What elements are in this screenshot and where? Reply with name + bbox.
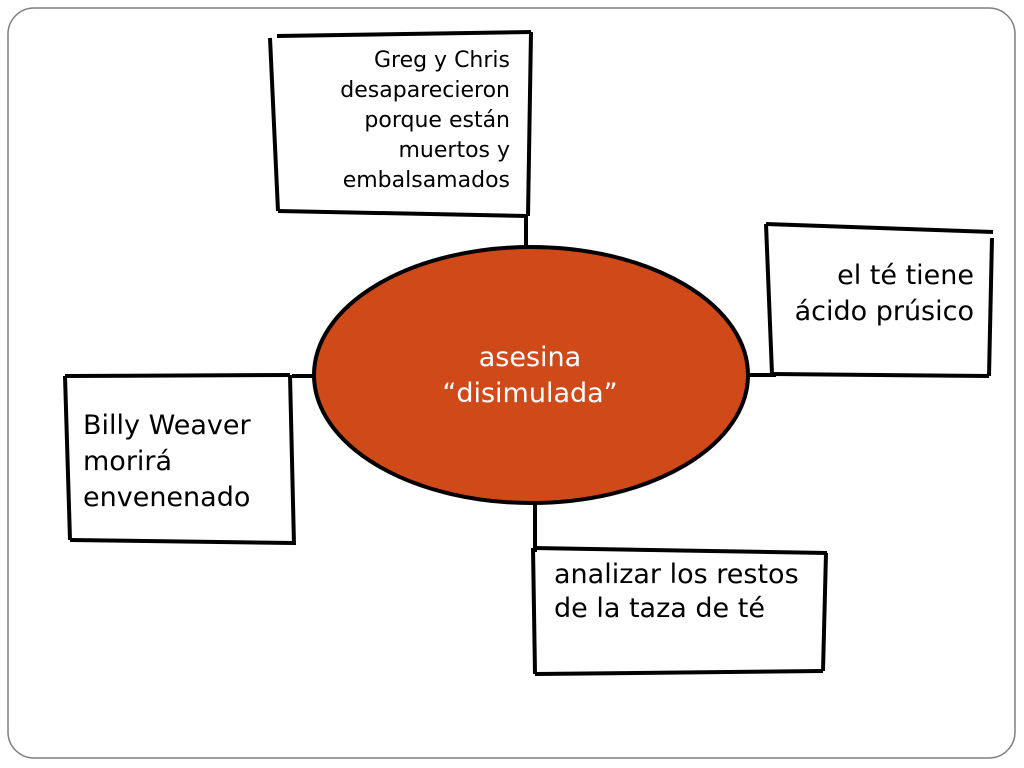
box-right — [764, 222, 994, 378]
box-top — [268, 30, 533, 218]
box-left — [63, 373, 296, 546]
node-right-text: el té tiene ácido prúsico — [794, 260, 974, 327]
center-label: asesina “disimulada” — [442, 342, 618, 409]
node-bottom-text: analizar los restos de la taza de té — [554, 559, 799, 624]
node-top-text: Greg y Chris desaparecieron porque están… — [340, 48, 510, 193]
node-left-text: Billy Weaver morirá envenenado — [83, 410, 251, 513]
box-bottom — [531, 546, 828, 676]
center-ellipse — [312, 245, 750, 505]
